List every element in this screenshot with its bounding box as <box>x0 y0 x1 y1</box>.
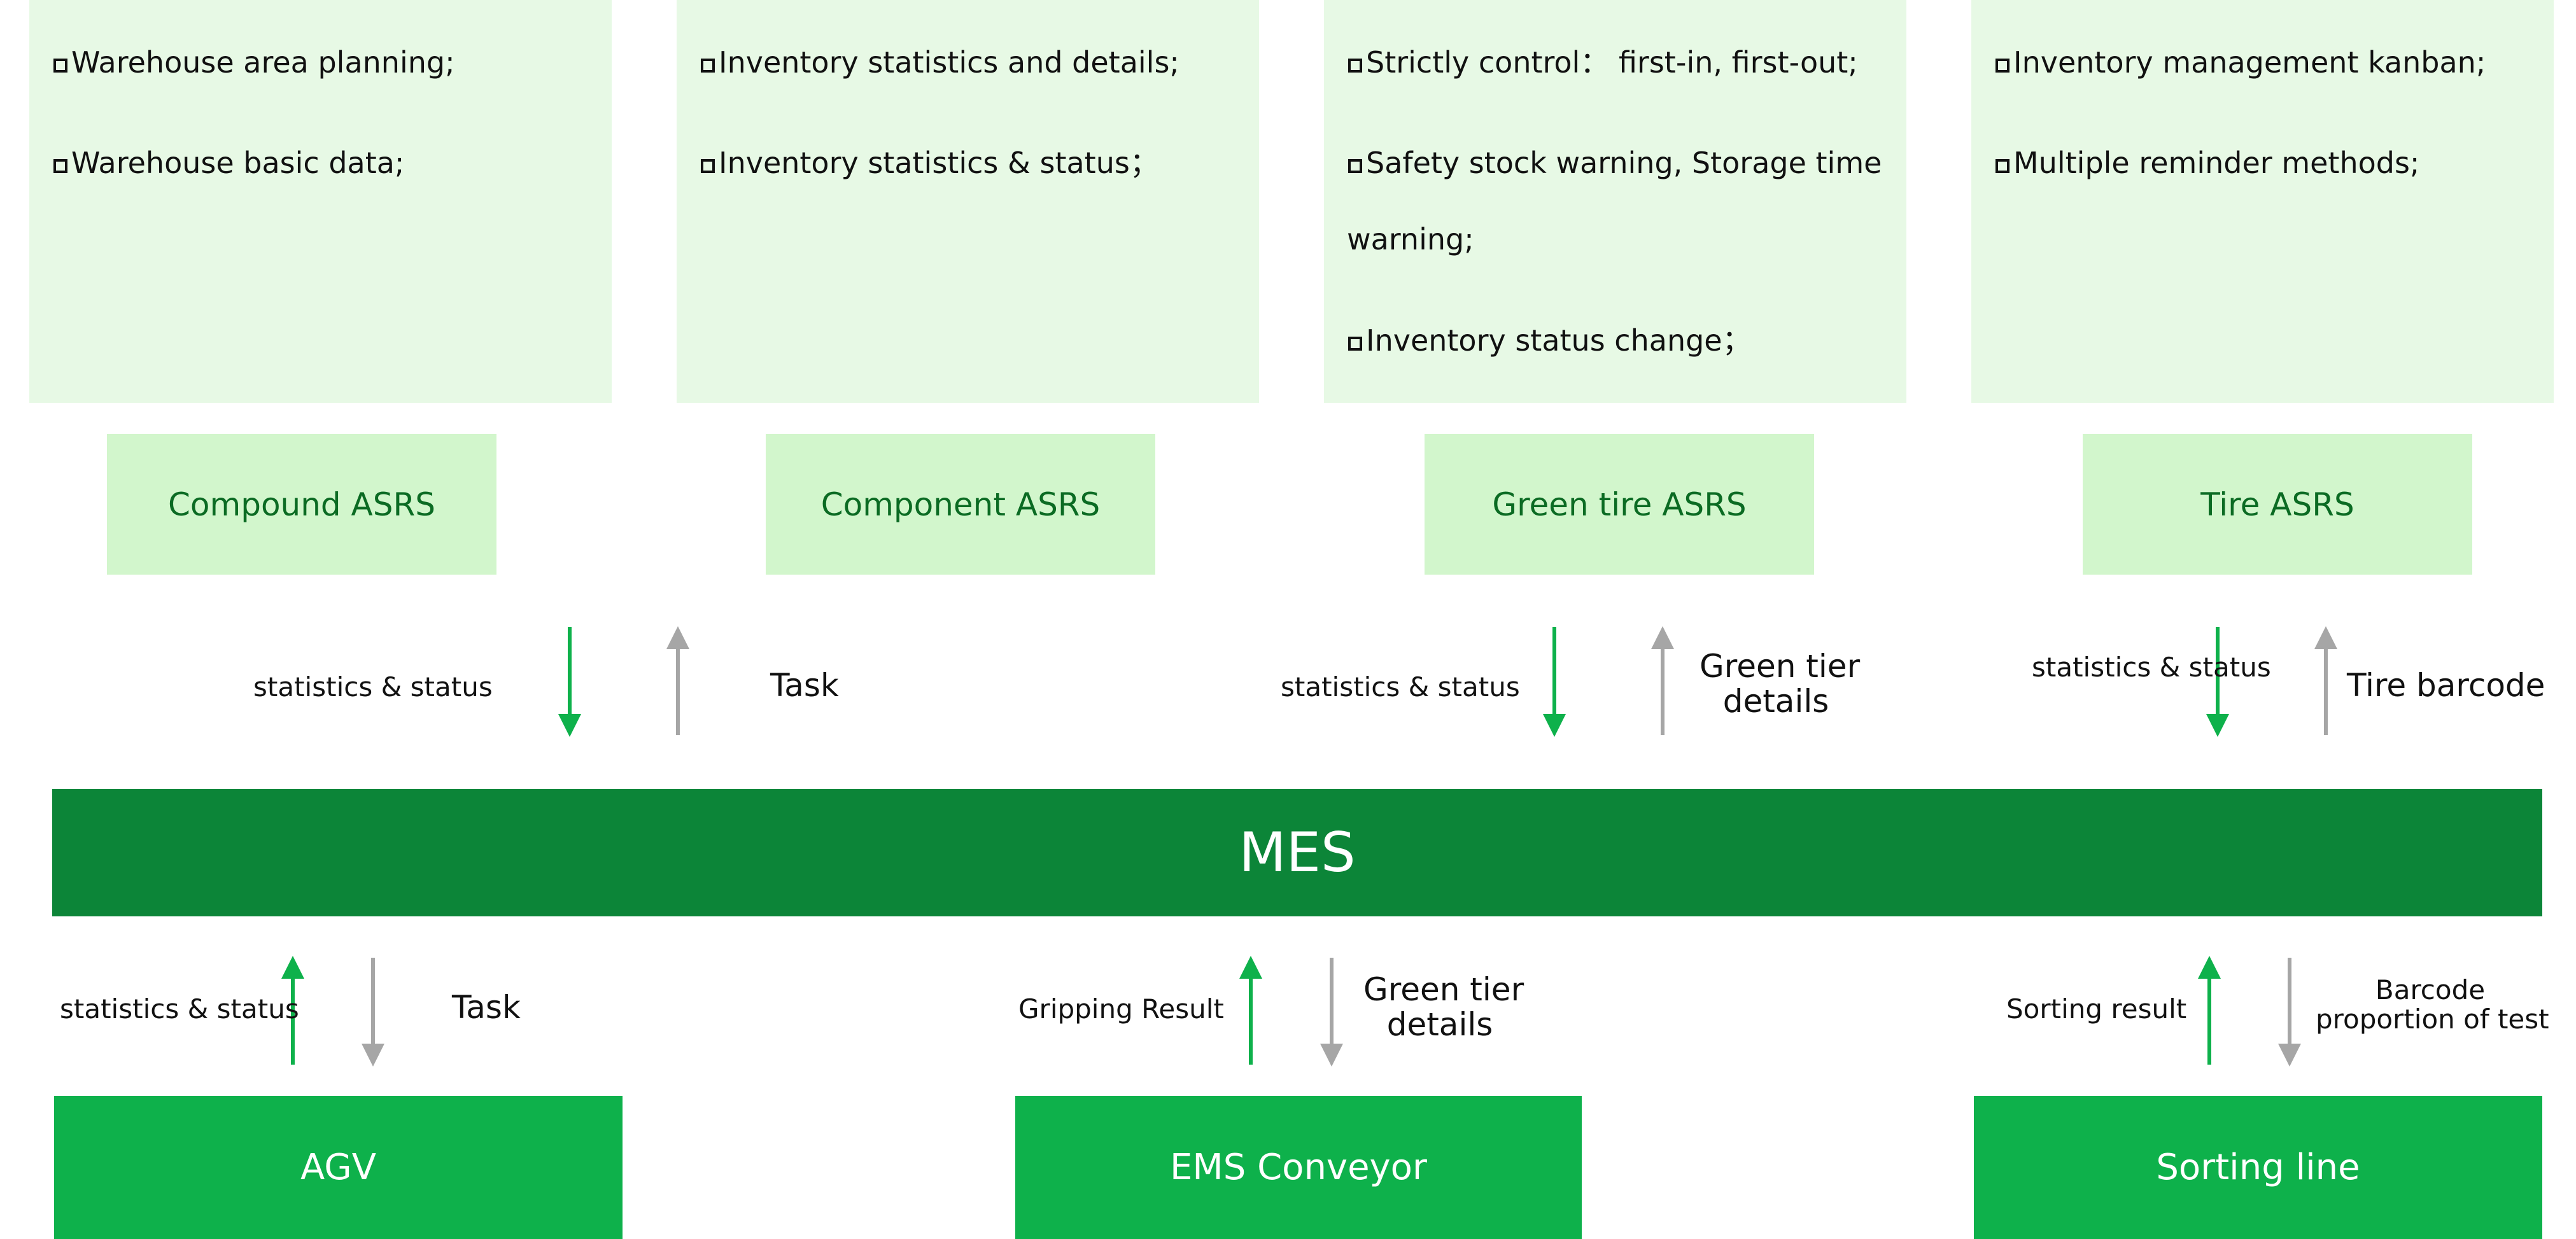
panel-item: Inventory statistics & status； <box>701 148 1159 178</box>
checkbox-square-icon <box>53 59 67 73</box>
panel-compound: Warehouse area planning; Warehouse basic… <box>29 0 612 403</box>
panel-item: Multiple reminder methods; <box>1995 148 2419 178</box>
panel-item: Safety stock warning, Storage time <box>1348 148 1882 178</box>
lower-left-task-label: Task <box>452 989 521 1026</box>
upper-mid-details-label: Green tier details <box>1700 648 1861 720</box>
lower-left-status-label: statistics & status <box>60 993 299 1025</box>
compound-asrs-box: Compound ASRS <box>107 434 496 575</box>
lower-mid-details-label: Green tier details <box>1363 971 1524 1043</box>
agv-box: AGV <box>54 1096 623 1239</box>
lower-mid-result-label: Gripping Result <box>1018 993 1224 1025</box>
details-line: details <box>1386 1006 1493 1043</box>
upper-right-barcode-label: Tire barcode <box>2347 667 2545 704</box>
details-line: Green tier <box>1700 648 1861 685</box>
checkbox-square-icon <box>1348 59 1362 73</box>
upper-mid-status-label: statistics & status <box>1281 671 1520 703</box>
panel-tire: Inventory management kanban; Multiple re… <box>1971 0 2554 403</box>
checkbox-square-icon <box>701 59 715 73</box>
panel-component: Inventory statistics and details; Invent… <box>677 0 1259 403</box>
lower-right-result-label: Sorting result <box>2006 993 2187 1025</box>
details-line: Green tier <box>1363 971 1524 1008</box>
ems-conveyor-box: EMS Conveyor <box>1015 1096 1582 1239</box>
barcode-line: proportion of test <box>2316 1004 2549 1035</box>
checkbox-square-icon <box>701 159 715 173</box>
tire-asrs-box: Tire ASRS <box>2083 434 2472 575</box>
checkbox-square-icon <box>1995 159 2009 173</box>
panel-item: Warehouse area planning; <box>53 48 455 77</box>
sorting-line-box: Sorting line <box>1974 1096 2542 1239</box>
panel-item: Inventory status change； <box>1348 326 1752 355</box>
lower-right-barcode-label: Barcode proportion of test <box>2316 974 2549 1035</box>
checkbox-square-icon <box>1348 159 1362 173</box>
mes-bar: MES <box>52 789 2542 916</box>
panel-item: Inventory management kanban; <box>1995 48 2486 77</box>
checkbox-square-icon <box>1995 59 2009 73</box>
panel-item: Inventory statistics and details; <box>701 48 1179 77</box>
upper-right-status-label: statistics & status <box>2032 652 2271 683</box>
upper-left-task-label: Task <box>770 667 839 704</box>
panel-item-continued: warning; <box>1347 222 1474 256</box>
checkbox-square-icon <box>53 159 67 173</box>
component-asrs-box: Component ASRS <box>766 434 1155 575</box>
details-line: details <box>1722 683 1829 720</box>
green-tire-asrs-box: Green tire ASRS <box>1425 434 1814 575</box>
panel-item: Strictly control： first-in, first-out; <box>1348 48 1858 77</box>
panel-green-tire: Strictly control： first-in, first-out; S… <box>1324 0 1906 403</box>
checkbox-square-icon <box>1348 337 1362 351</box>
barcode-line: Barcode <box>2375 974 2486 1005</box>
panel-item: Warehouse basic data; <box>53 148 404 178</box>
upper-left-status-label: statistics & status <box>253 671 493 703</box>
